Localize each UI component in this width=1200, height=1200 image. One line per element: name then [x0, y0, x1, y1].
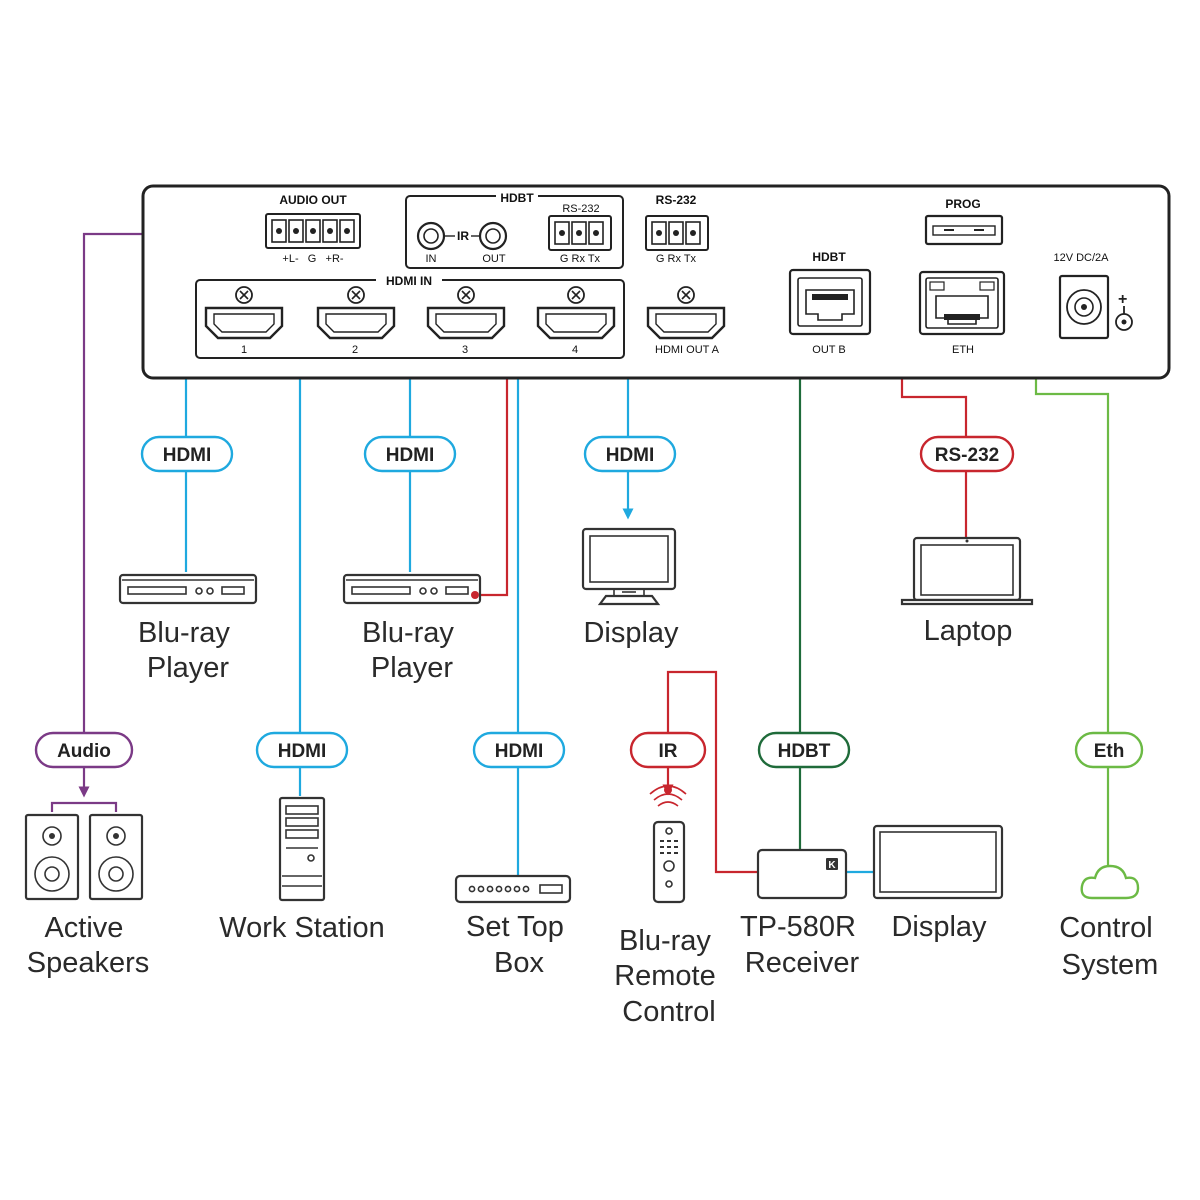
badge-label: RS-232 [935, 445, 999, 466]
remote-control-label: Blu-ray Remote Control [614, 925, 724, 1028]
ir-in-jack[interactable] [416, 221, 446, 251]
badge-hdmi-in4: HDMI [472, 731, 566, 769]
control-system-label: Control System [1059, 912, 1161, 981]
hdmi-in-title: HDMI IN [386, 274, 432, 288]
badge-label: HDBT [778, 741, 831, 762]
tp580r-receiver-icon: K [756, 848, 848, 900]
hdmi-in-port-3-label: 3 [462, 344, 468, 356]
active-speakers-label: Active Speakers [27, 912, 150, 979]
bluray-player-1-icon [118, 573, 258, 605]
cable-hdmi-in2 [298, 314, 324, 796]
svg-text:K: K [828, 860, 836, 871]
audio-out-pins: +L- G +R- [282, 253, 343, 265]
prog-title: PROG [945, 197, 980, 211]
badge-hdmi-in3: HDMI [363, 435, 457, 473]
hdbt-out-title: HDBT [812, 250, 846, 264]
badge-label: IR [659, 741, 678, 762]
hdmi-in-port-4-label: 4 [572, 344, 578, 356]
badge-ir: IR [629, 731, 707, 769]
cloud-icon [1080, 864, 1140, 900]
hdmi-in-port-2[interactable] [316, 286, 396, 340]
badge-rs232: RS-232 [919, 435, 1015, 473]
ir-sensor-dot [664, 786, 672, 794]
hdbt-group-title: HDBT [500, 191, 534, 205]
power-label: 12V DC/2A [1053, 252, 1109, 264]
eth-port[interactable] [918, 270, 1006, 336]
device-rear-panel: AUDIO OUT +L- G +R- HDBT IR IN [141, 184, 1171, 380]
badge-label: HDMI [495, 741, 544, 762]
badge-label: HDMI [163, 445, 212, 466]
remote-control-icon [649, 785, 687, 904]
receiver-label: TP-580R Receiver [740, 911, 864, 979]
badge-hdmi-out: HDMI [583, 435, 677, 473]
power-polarity-icon: + [1115, 291, 1133, 331]
panel-body [141, 184, 1171, 380]
badge-label: Eth [1094, 741, 1125, 762]
hdbt-rs232-terminal[interactable] [548, 215, 612, 251]
hdmi-out-a-label: HDMI OUT A [655, 344, 720, 356]
audio-out-terminal[interactable] [265, 213, 361, 249]
device-labels: Blu-ray Player Blu-ray Player Display La… [27, 615, 1161, 1028]
rs232-pins: G Rx Tx [656, 253, 697, 265]
badge-hdbt: HDBT [757, 731, 851, 769]
hdmi-in-port-3[interactable] [426, 286, 506, 340]
set-top-box-icon [454, 874, 572, 904]
hdmi-in-port-1[interactable] [204, 286, 284, 340]
cable-ir-in [662, 670, 758, 874]
ir-label: IR [457, 229, 469, 243]
workstation-icon [278, 796, 326, 902]
cable-hdmi-in4 [516, 314, 544, 876]
badge-eth: Eth [1074, 731, 1144, 769]
hdmi-ports [204, 286, 726, 340]
hdbt-out-b-port[interactable] [788, 268, 872, 336]
hdbt-rs232-title: RS-232 [562, 203, 599, 215]
display-bottom-label: Display [891, 911, 987, 943]
display-top-label: Display [583, 617, 679, 649]
badge-label: HDMI [386, 445, 435, 466]
laptop-icon [900, 536, 1034, 606]
workstation-label: Work Station [219, 912, 384, 944]
display-top-icon [581, 527, 677, 606]
active-speakers-icon [24, 813, 144, 901]
eth-label: ETH [952, 344, 974, 356]
badge-audio: Audio [34, 731, 134, 769]
bluray-player-1-label: Blu-ray Player [138, 617, 238, 684]
ir-out-label: OUT [482, 253, 506, 265]
laptop-label: Laptop [924, 615, 1013, 647]
badge-label: HDMI [606, 445, 655, 466]
badge-hdmi-in2: HDMI [255, 731, 349, 769]
svg-text:+: + [1118, 291, 1127, 308]
ir-in-label: IN [426, 253, 437, 265]
bluray-player-2-label: Blu-ray Player [362, 617, 462, 684]
set-top-box-label: Set Top Box [466, 911, 572, 979]
power-jack[interactable] [1058, 274, 1110, 340]
hdbt-out-b-label: OUT B [812, 344, 845, 356]
rs232-title: RS-232 [656, 193, 697, 207]
bluray-player-2-icon [342, 573, 482, 605]
hdmi-out-a-port[interactable] [646, 286, 726, 340]
prog-usb-port[interactable] [924, 214, 1004, 246]
hdbt-rs232-pins: G Rx Tx [560, 253, 601, 265]
badge-label: HDMI [278, 741, 327, 762]
hdmi-in-port-2-label: 2 [352, 344, 358, 356]
display-bottom-icon [872, 824, 1004, 900]
rs232-terminal[interactable] [645, 215, 709, 251]
audio-out-title: AUDIO OUT [279, 193, 347, 207]
cable-audio-split [50, 801, 118, 812]
hdmi-in-port-4[interactable] [536, 286, 616, 340]
ir-out-jack[interactable] [478, 221, 508, 251]
badge-hdmi-in1: HDMI [140, 435, 234, 473]
badge-label: Audio [57, 741, 111, 762]
hdmi-in-port-1-label: 1 [241, 344, 247, 356]
